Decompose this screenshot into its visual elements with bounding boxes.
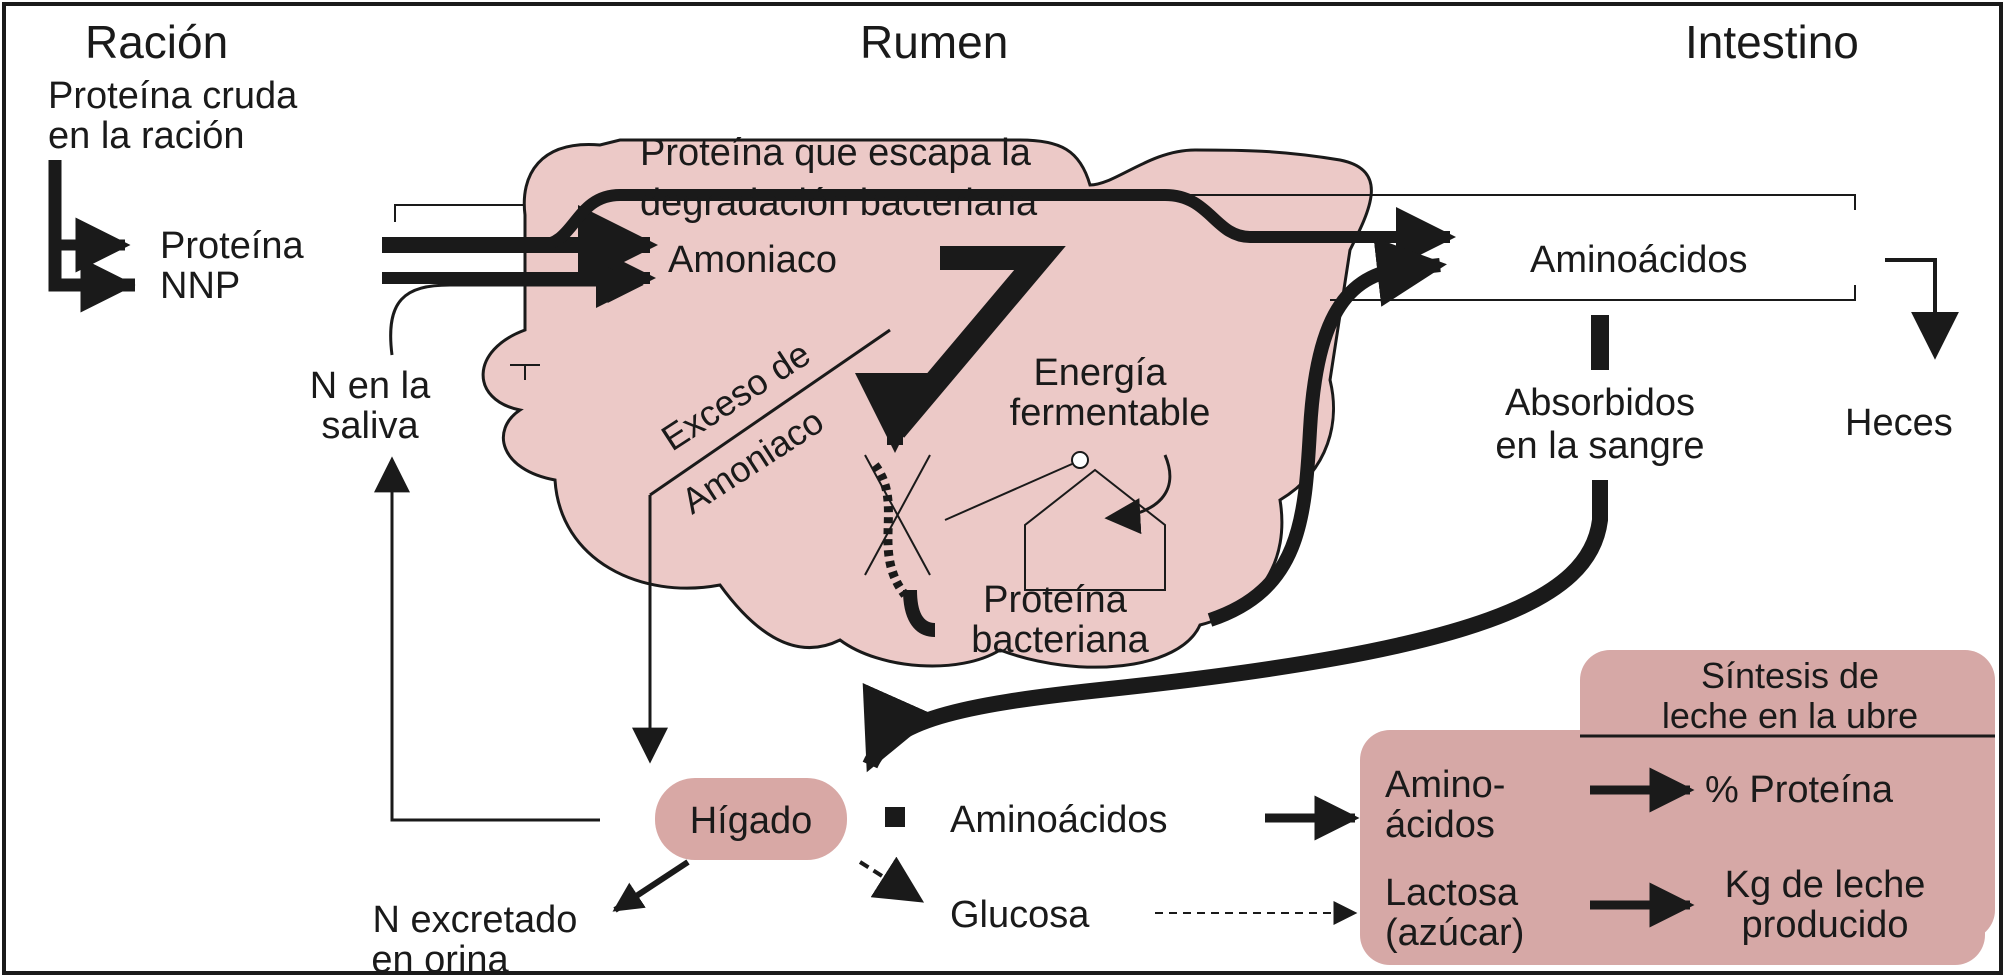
- orina-line1: N excretado: [373, 899, 578, 941]
- saliva-line2: saliva: [321, 405, 419, 447]
- header-intestino: Intestino: [1685, 16, 1859, 68]
- energia-line1: Energía: [1033, 352, 1167, 394]
- outline-intestine-bottom: [1330, 285, 1855, 300]
- arrow-heces: [1885, 260, 1935, 355]
- energia-line2: fermentable: [1010, 392, 1211, 434]
- ubre-kg-line2: producido: [1742, 904, 1909, 946]
- higado-marker: [885, 807, 905, 827]
- bact-line1: Proteína: [983, 579, 1128, 621]
- arrow-higado-orina: [615, 862, 688, 910]
- orina-line2: en orina: [371, 939, 509, 977]
- label-heces: Heces: [1845, 402, 1953, 444]
- label-aminoacidos-higado: Aminoácidos: [950, 799, 1168, 841]
- outline-left: [395, 205, 525, 222]
- header-rumen: Rumen: [860, 16, 1008, 68]
- ubre-title-line2: leche en la ubre: [1662, 695, 1918, 736]
- label-higado: Hígado: [690, 800, 813, 842]
- absorb-line1: Absorbidos: [1505, 382, 1695, 424]
- absorb-line2: en la sangre: [1495, 425, 1704, 467]
- label-amoniaco: Amoniaco: [668, 239, 837, 281]
- label-proteina: Proteína: [160, 225, 305, 267]
- racion-stem: [55, 160, 135, 285]
- ubre-lactosa-line1: Lactosa: [1385, 872, 1519, 914]
- arrow-higado-glucosa: [860, 862, 920, 900]
- racion-line2: en la ración: [48, 115, 244, 157]
- ubre-amino-line2: ácidos: [1385, 804, 1495, 846]
- label-nnp: NNP: [160, 265, 240, 307]
- ubre-title-line1: Síntesis de: [1701, 655, 1879, 696]
- ubre-kg-line1: Kg de leche: [1725, 864, 1926, 906]
- saliva-line1: N en la: [310, 365, 431, 407]
- label-aminoacidos-intestino: Aminoácidos: [1530, 239, 1748, 281]
- ubre-proteina: % Proteína: [1705, 769, 1894, 811]
- ubre-amino-line1: Amino-: [1385, 764, 1505, 806]
- header-racion: Ración: [85, 16, 228, 68]
- racion-line1: Proteína cruda: [48, 75, 298, 117]
- escape-line1: Proteína que escapa la: [640, 132, 1032, 174]
- ubre-lactosa-line2: (azúcar): [1385, 912, 1524, 954]
- label-glucosa: Glucosa: [950, 894, 1090, 936]
- bact-line2: bacteriana: [971, 619, 1149, 661]
- escape-line2: degradación bacteriana: [640, 182, 1038, 224]
